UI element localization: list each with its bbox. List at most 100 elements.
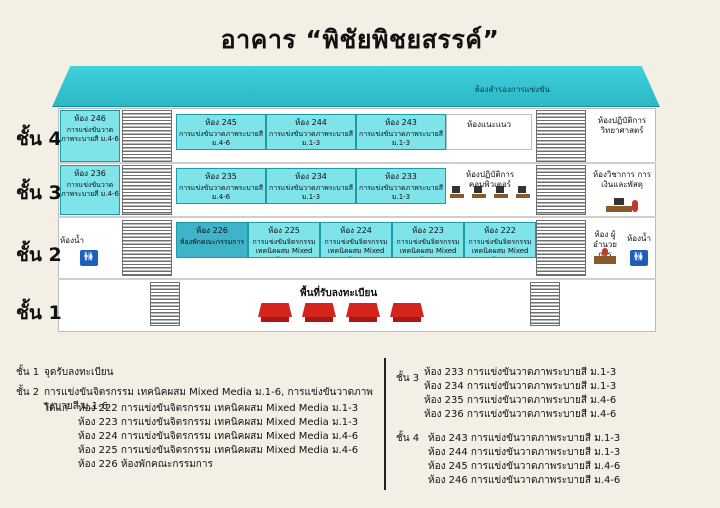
table-icon — [390, 303, 424, 317]
computer-icon — [614, 198, 624, 205]
room-number: ห้อง 245 — [205, 118, 237, 127]
legend-divider — [384, 358, 386, 490]
computer-icon — [452, 186, 460, 193]
floor-divider — [58, 162, 656, 164]
desk-icon — [494, 194, 508, 198]
table-icon — [258, 303, 292, 317]
room-desc: การแข่งขันวาดภาพระบายสี ม.4-6 — [61, 181, 119, 198]
computer-icon — [496, 186, 504, 193]
person-icon — [602, 248, 608, 256]
table-leg — [349, 317, 377, 322]
room-234: ห้อง 234 การแข่งขันวาดภาพระบายสี ม.1-3 — [266, 168, 356, 204]
floor-label-2: ชั้น 2 — [16, 244, 62, 266]
room-desc: การแข่งขันวาดภาพระบายสี ม.4-6 — [61, 126, 119, 143]
page-title: อาคาร “พิชัยพิชยสรรค์” — [220, 25, 500, 54]
room-243: ห้อง 243 การแข่งขันวาดภาพระบายสี ม.1-3 — [356, 114, 446, 150]
legend-sub: ได้แก่ — [44, 403, 69, 414]
legend-item: ห้อง 233 การแข่งขันวาดภาพระบายสี ม.1-3 — [424, 367, 617, 378]
computer-icon — [518, 186, 526, 193]
legend-item: ห้อง 234 การแข่งขันวาดภาพระบายสี ม.1-3 — [424, 381, 617, 392]
room-desc: การแข่งขันจิตรกรรม เทคนิคผสม Mixed Media… — [396, 238, 460, 257]
legend-item: ห้อง 223 การแข่งขันจิตรกรรม เทคนิคผสม Mi… — [78, 417, 359, 428]
registration-area-label: พื้นที่รับลงทะเบียน — [300, 288, 378, 299]
room-223: ห้อง 223 การแข่งขันจิตรกรรม เทคนิคผสม Mi… — [392, 222, 464, 258]
stairs — [530, 282, 560, 326]
room-desc: การแข่งขันวาดภาพระบายสี ม.4-6 — [178, 130, 264, 147]
desk-icon — [472, 194, 486, 198]
desk-icon — [450, 194, 464, 198]
toilet-icon: 🚻 — [630, 250, 648, 266]
stairs — [536, 165, 586, 215]
table-leg — [393, 317, 421, 322]
legend-item: ห้อง 244 การแข่งขันวาดภาพระบายสี ม.1-3 — [428, 447, 621, 458]
legend-item: ห้อง 226 ห้องพักคณะกรรมการ — [78, 459, 213, 470]
room-245: ห้อง 245 การแข่งขันวาดภาพระบายสี ม.4-6 — [176, 114, 266, 150]
stairs — [122, 220, 172, 276]
roof: ห้องสำรองการแข่งขัน — [52, 66, 660, 107]
room-desc: ห้องพักคณะกรรมการ — [179, 238, 245, 246]
room-235: ห้อง 235 การแข่งขันวาดภาพระบายสี ม.4-6 — [176, 168, 266, 204]
room-number: ห้อง 236 — [74, 169, 106, 178]
stairs — [150, 282, 180, 326]
stairs — [122, 165, 172, 215]
room-226: ห้อง 226 ห้องพักคณะกรรมการ — [176, 222, 248, 258]
legend-floor-2-text: การแข่งขันจิตรกรรม เทคนิคผสม Mixed Media… — [44, 387, 373, 412]
room-desc: การแข่งขันวาดภาพระบายสี ม.1-3 — [358, 184, 444, 201]
floor-label-3: ชั้น 3 — [16, 182, 62, 204]
room-number: ห้อง 244 — [295, 118, 327, 127]
table-icon — [302, 303, 336, 317]
computer-lab: ห้องปฏิบัติการคอมพิวเตอร์ — [465, 170, 515, 189]
room-233: ห้อง 233 การแข่งขันวาดภาพระบายสี ม.1-3 — [356, 168, 446, 204]
room-number: ห้อง 246 — [74, 114, 106, 123]
toilet-right-label: ห้องน้ำ — [627, 234, 651, 243]
floor-divider — [58, 278, 656, 280]
science-lab: ห้องปฏิบัติการ วิทยาศาสตร์ — [597, 116, 647, 135]
room-number: ห้อง 226 — [196, 226, 228, 235]
legend-item: ห้อง 235 การแข่งขันวาดภาพระบายสี ม.4-6 — [424, 395, 617, 406]
room-246: ห้อง 246 การแข่งขันวาดภาพระบายสี ม.4-6 — [60, 110, 120, 162]
room-225: ห้อง 225 การแข่งขันจิตรกรรม เทคนิคผสม Mi… — [248, 222, 320, 258]
stairs — [122, 110, 172, 162]
desk-icon — [516, 194, 530, 198]
toilet-icon: 🚻 — [80, 250, 98, 266]
legend-item: ห้อง 222 การแข่งขันจิตรกรรม เทคนิคผสม Mi… — [78, 403, 359, 414]
legend-item: ห้อง 245 การแข่งขันวาดภาพระบายสี ม.4-6 — [428, 461, 621, 472]
room-desc: การแข่งขันวาดภาพระบายสี ม.4-6 — [178, 184, 264, 201]
toilet-left-label: ห้องน้ำ — [60, 236, 84, 245]
desk-icon — [606, 206, 632, 212]
room-desc: การแข่งขันจิตรกรรม เทคนิคผสม Mixed Media… — [252, 238, 316, 257]
computer-icon — [474, 186, 482, 193]
room-224: ห้อง 224 การแข่งขันจิตรกรรม เทคนิคผสม Mi… — [320, 222, 392, 258]
room-desc: การแข่งขันวาดภาพระบายสี ม.1-3 — [358, 130, 444, 147]
room-number: ห้อง 243 — [385, 118, 417, 127]
legend-floor-2-label: ชั้น 2 — [16, 387, 40, 398]
room-desc: การแข่งขันวาดภาพระบายสี ม.1-3 — [268, 184, 354, 201]
legend-floor-4-label: ชั้น 4 — [396, 433, 420, 444]
floor-label-1: ชั้น 1 — [16, 302, 62, 324]
stairs — [536, 220, 586, 276]
legend-floor-1-label: ชั้น 1 — [16, 367, 40, 378]
legend-floor-1-text: จุดรับลงทะเบียน — [44, 367, 114, 378]
stairs — [536, 110, 586, 162]
room-244: ห้อง 244 การแข่งขันวาดภาพระบายสี ม.1-3 — [266, 114, 356, 150]
floor-label-4: ชั้น 4 — [16, 128, 62, 150]
roof-label: ห้องสำรองการแข่งขัน — [474, 85, 550, 94]
table-leg — [305, 317, 333, 322]
academic-room: ห้องวิชาการ การเงินและพัสดุ — [592, 170, 652, 189]
legend-item: ห้อง 225 การแข่งขันจิตรกรรม เทคนิคผสม Mi… — [78, 445, 359, 456]
room-222: ห้อง 222 การแข่งขันจิตรกรรม เทคนิคผสม Mi… — [464, 222, 536, 258]
guidance-room: ห้องแนะแนว — [446, 114, 532, 150]
room-number: ห้อง 235 — [205, 172, 237, 181]
table-icon — [346, 303, 380, 317]
room-number: ห้อง 225 — [268, 226, 300, 235]
room-number: ห้อง 223 — [412, 226, 444, 235]
legend-item: ห้อง 246 การแข่งขันวาดภาพระบายสี ม.4-6 — [428, 475, 621, 486]
room-desc: การแข่งขันจิตรกรรม เทคนิคผสม Mixed Media… — [468, 238, 532, 257]
floor-divider — [58, 216, 656, 218]
person-icon — [632, 200, 638, 212]
room-number: ห้อง 224 — [340, 226, 372, 235]
room-236: ห้อง 236 การแข่งขันวาดภาพระบายสี ม.4-6 — [60, 165, 120, 215]
legend-item: ห้อง 243 การแข่งขันวาดภาพระบายสี ม.1-3 — [428, 433, 621, 444]
legend-item: ห้อง 236 การแข่งขันวาดภาพระบายสี ม.4-6 — [424, 409, 617, 420]
room-number: ห้อง 233 — [385, 172, 417, 181]
